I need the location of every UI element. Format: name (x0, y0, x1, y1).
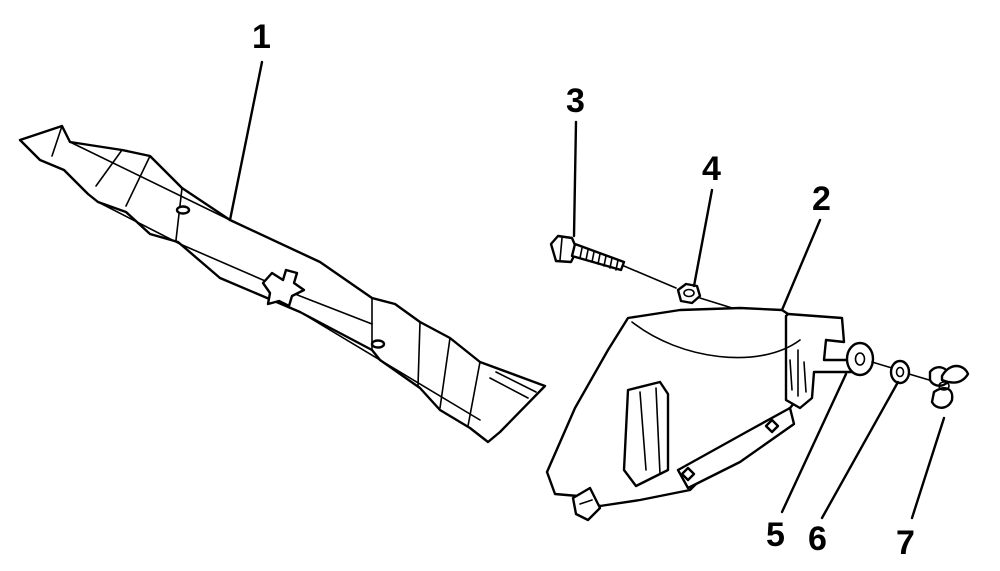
callout-3: 3 (566, 82, 585, 120)
leader-7 (910, 416, 946, 520)
callout-7: 7 (896, 524, 915, 562)
leader-2 (780, 218, 822, 312)
callout-6: 6 (808, 520, 827, 558)
mower-blade (18, 124, 547, 444)
callout-4: 4 (702, 150, 721, 188)
leader-5 (780, 372, 848, 514)
wing-nut (928, 364, 970, 409)
flat-washer (845, 341, 893, 377)
leader-lines (228, 60, 946, 520)
callout-labels: 1 2 3 4 5 6 7 (252, 18, 915, 562)
callout-2: 2 (812, 180, 831, 218)
hex-bolt (549, 234, 677, 289)
leader-4 (692, 188, 714, 288)
leader-6 (820, 380, 900, 520)
callout-1: 1 (252, 18, 271, 56)
mulching-cover (545, 306, 854, 522)
leader-1 (228, 60, 264, 222)
leader-3 (572, 120, 578, 238)
callout-5: 5 (766, 516, 785, 554)
